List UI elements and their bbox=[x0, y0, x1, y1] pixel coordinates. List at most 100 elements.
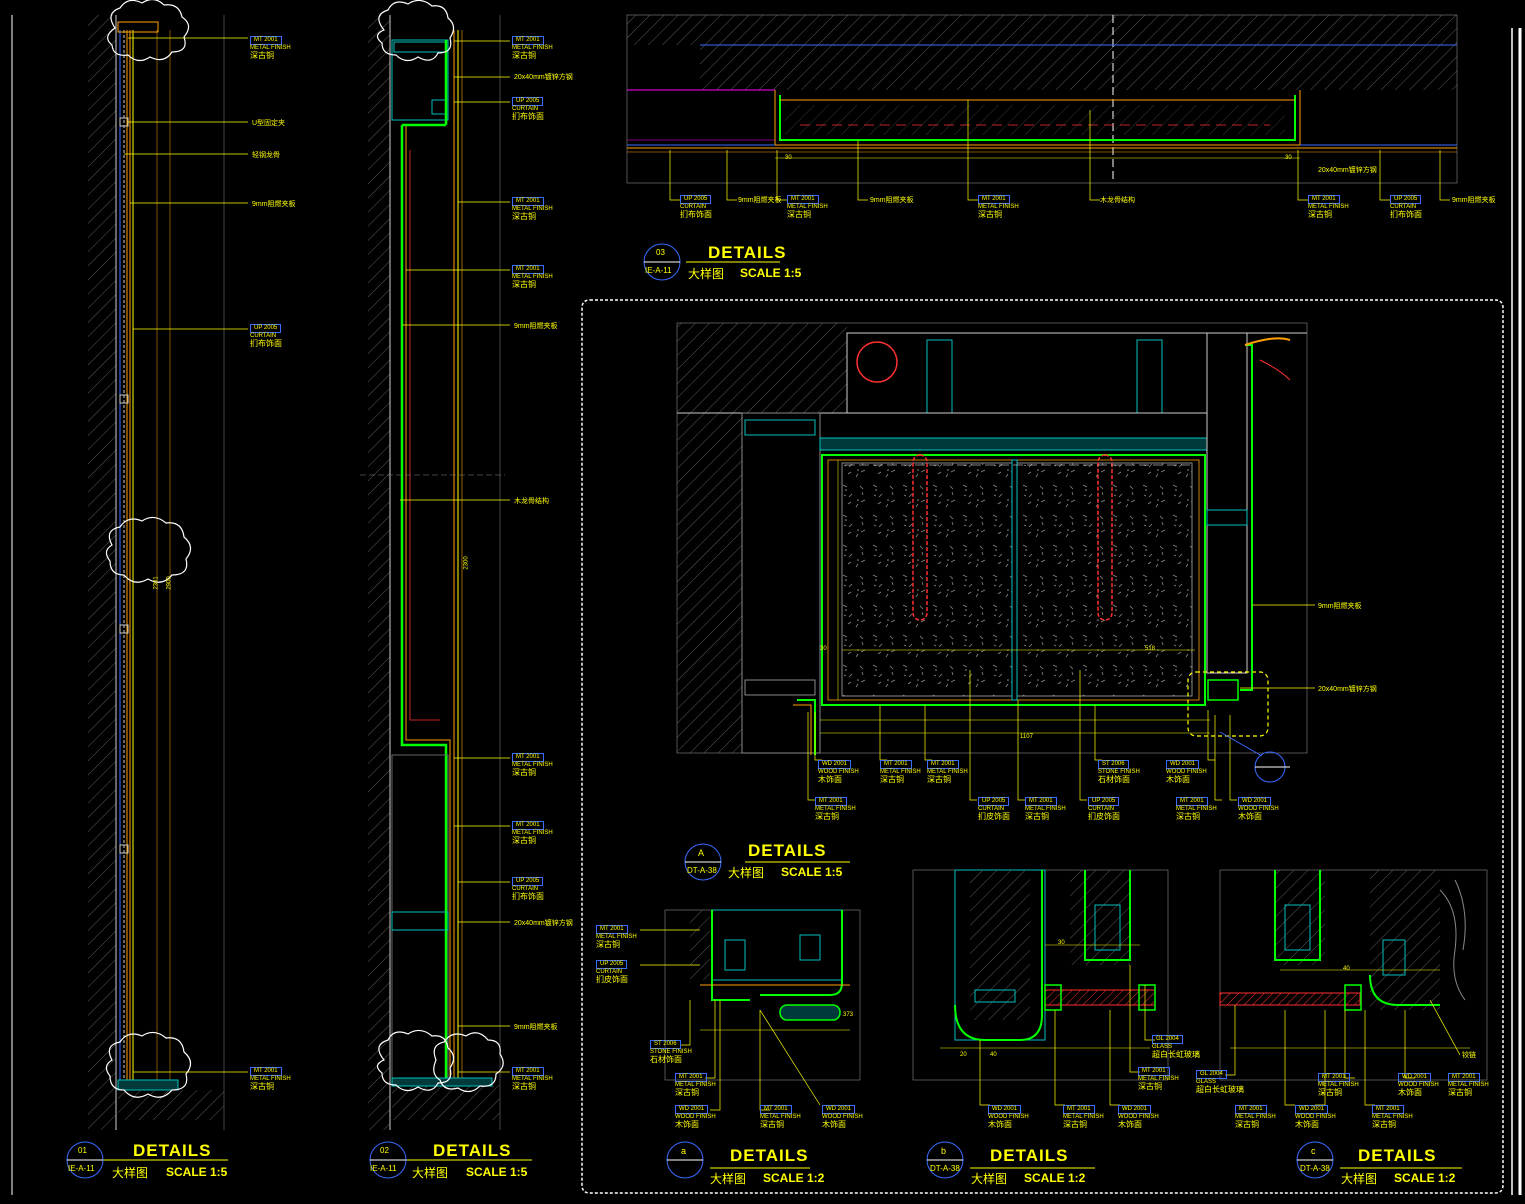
tag-code: UP 2005 bbox=[978, 797, 1010, 806]
tag-cn: 扪布饰面 bbox=[250, 339, 282, 348]
tag-cn: 木饰面 bbox=[1166, 775, 1190, 784]
tag-code: MT 2001 bbox=[1025, 797, 1057, 806]
tag-cn: 深古铜 bbox=[787, 210, 811, 219]
tag-finish: WOOD FINISH bbox=[1118, 1114, 1159, 1120]
detail-A-title: DETAILS bbox=[748, 841, 827, 860]
note-board9: 9mm阻燃夹板 bbox=[252, 201, 296, 208]
tag-finish: GLASS bbox=[1196, 1079, 1217, 1085]
tag-code: MT 2001 bbox=[512, 1067, 544, 1076]
tag-finish: WOOD FINISH bbox=[818, 769, 859, 775]
tag-cn: 深古铜 bbox=[760, 1120, 784, 1129]
tag-finish: STONE FINISH bbox=[650, 1049, 692, 1055]
tag-cn: 木饰面 bbox=[818, 775, 842, 784]
detail-a-scale: SCALE 1:2 bbox=[763, 1171, 825, 1185]
tag-finish: METAL FINISH bbox=[512, 762, 553, 768]
tag-code: MT 2001 bbox=[675, 1073, 707, 1082]
tag-finish: CURTAIN bbox=[680, 204, 707, 210]
tag-cn: 扪布饰面 bbox=[1390, 210, 1422, 219]
tag-cn: 深古铜 bbox=[675, 1088, 699, 1097]
tag-cn: 深古铜 bbox=[1318, 1088, 1342, 1097]
dim-20: 20 bbox=[960, 1052, 967, 1058]
detail-03-title: DETAILS bbox=[708, 243, 787, 262]
detail-b-drawing bbox=[912, 869, 1169, 1179]
tag-cn: 深古铜 bbox=[512, 1082, 536, 1091]
note-tube: 20x40mm镀锌方钢 bbox=[1318, 686, 1377, 693]
note-wood-keel: 木龙骨结构 bbox=[514, 498, 549, 505]
tag-code: UP 2005 bbox=[512, 97, 544, 106]
detail-a-subtitle: 大样图 bbox=[710, 1172, 747, 1186]
dim-373: 373 bbox=[843, 1012, 854, 1018]
tag-code: MT 2001 bbox=[760, 1105, 792, 1114]
note-wood-keel: 木龙骨结构 bbox=[1100, 197, 1135, 204]
dim-30: 30 bbox=[785, 155, 792, 161]
tag-cn: 深古铜 bbox=[1448, 1088, 1472, 1097]
tag-finish: METAL FINISH bbox=[1448, 1082, 1489, 1088]
note-u-clip: U型固定夹 bbox=[252, 120, 286, 127]
detail-b-ref: DT-A-38 bbox=[930, 1164, 960, 1173]
tag-cn: 扪皮饰面 bbox=[596, 975, 628, 984]
note-board9: 9mm阻燃夹板 bbox=[514, 323, 558, 330]
tag-finish: STONE FINISH bbox=[1098, 769, 1140, 775]
tag-cn: 深古铜 bbox=[512, 212, 536, 221]
tag-cn: 扪布饰面 bbox=[512, 892, 544, 901]
tag-code: WD 2001 bbox=[1238, 797, 1272, 806]
tag-code: GL 2004 bbox=[1152, 1035, 1183, 1044]
tag-finish: CURTAIN bbox=[512, 106, 539, 112]
detail-03-drawing bbox=[626, 14, 1458, 263]
note-tube: 20x40mm镀锌方钢 bbox=[1318, 167, 1377, 174]
tag-finish: CURTAIN bbox=[1390, 204, 1417, 210]
tag-code: ST 2006 bbox=[650, 1040, 681, 1049]
tag-cn: 深古铜 bbox=[1063, 1120, 1087, 1129]
tag-cn: 木饰面 bbox=[1238, 812, 1262, 821]
tag-cn: 扪皮饰面 bbox=[1088, 812, 1120, 821]
detail-a-number: a bbox=[681, 1146, 687, 1156]
detail-A-drawing bbox=[581, 299, 1504, 1194]
tag-finish: METAL FINISH bbox=[675, 1082, 716, 1088]
tag-finish: METAL FINISH bbox=[1308, 204, 1349, 210]
tag-cn: 深古铜 bbox=[512, 768, 536, 777]
tag-cn: 超白长虹玻璃 bbox=[1152, 1050, 1200, 1059]
detail-03-ref: IE-A-11 bbox=[645, 266, 672, 275]
tag-code: UP 2005 bbox=[250, 324, 282, 333]
dim-30: 30 bbox=[1058, 940, 1065, 946]
tag-finish: METAL FINISH bbox=[250, 1076, 291, 1082]
detail-01-number: 01 bbox=[78, 1146, 87, 1155]
tag-finish: METAL FINISH bbox=[1063, 1114, 1104, 1120]
tag-code: MT 2001 bbox=[1318, 1073, 1350, 1082]
tag-code: MT 2001 bbox=[978, 195, 1010, 204]
tag-cn: 木饰面 bbox=[1398, 1088, 1422, 1097]
tag-finish: METAL FINISH bbox=[1176, 806, 1217, 812]
tag-finish: METAL FINISH bbox=[760, 1114, 801, 1120]
tag-code: UP 2005 bbox=[680, 195, 712, 204]
detail-c-scale: SCALE 1:2 bbox=[1394, 1171, 1456, 1185]
tag-finish: METAL FINISH bbox=[512, 45, 553, 51]
detail-A-ref: DT-A-38 bbox=[687, 866, 717, 875]
tag-code: MT 2001 bbox=[880, 760, 912, 769]
tag-cn: 深古铜 bbox=[250, 1082, 274, 1091]
detail-b-number: b bbox=[941, 1146, 947, 1156]
note-tube: 20x40mm镀锌方钢 bbox=[514, 74, 573, 81]
tag-finish: METAL FINISH bbox=[927, 769, 968, 775]
tag-finish: METAL FINISH bbox=[512, 1076, 553, 1082]
detail-02-scale: SCALE 1:5 bbox=[466, 1165, 528, 1179]
tag-cn: 深古铜 bbox=[250, 51, 274, 60]
dim-40: 40 bbox=[990, 1052, 997, 1058]
tag-finish: CURTAIN bbox=[1088, 806, 1115, 812]
